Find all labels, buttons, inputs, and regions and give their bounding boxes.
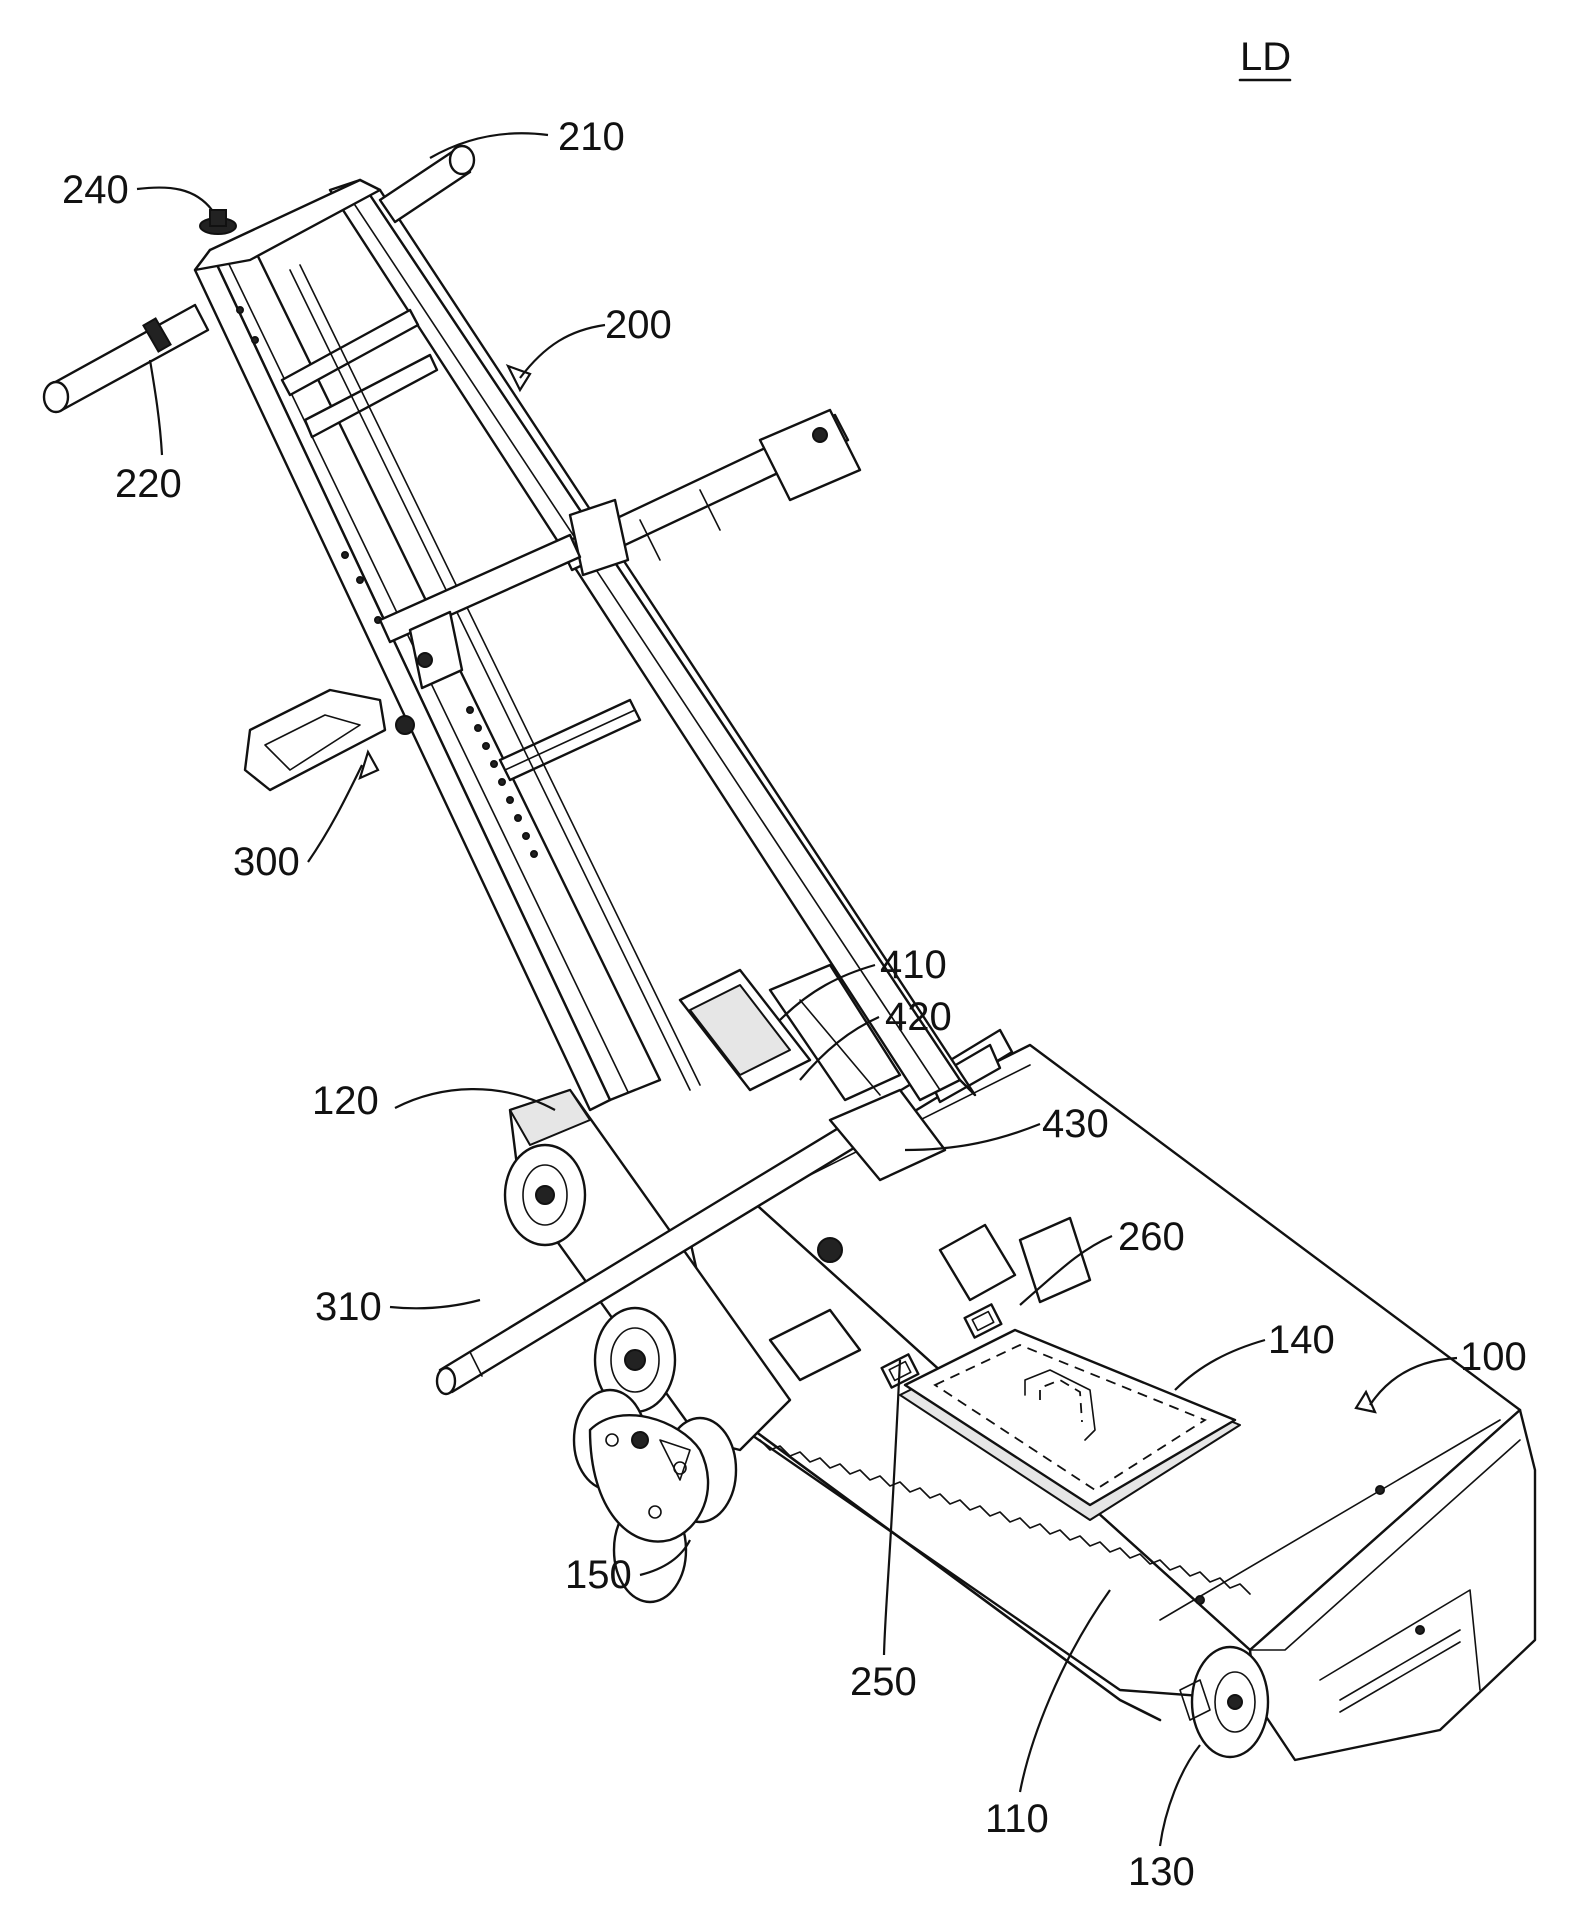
latch-260 <box>963 1303 1003 1339</box>
label-100: 100 <box>1460 1335 1527 1379</box>
handle-220 <box>42 303 210 414</box>
rear-wheel <box>1179 1645 1270 1759</box>
label-210: 210 <box>558 115 625 159</box>
label-300: 300 <box>233 840 300 884</box>
label-260: 260 <box>1118 1215 1185 1259</box>
label-310: 310 <box>315 1285 382 1329</box>
frame-mount <box>768 1216 1092 1382</box>
label-240: 240 <box>62 168 129 212</box>
label-410: 410 <box>880 943 947 987</box>
label-420: 420 <box>885 995 952 1039</box>
label-130: 130 <box>1128 1850 1195 1894</box>
side-arm-upper <box>558 408 862 577</box>
knob-240 <box>199 209 237 235</box>
lift-mechanism <box>678 963 947 1263</box>
label-120: 120 <box>312 1079 379 1123</box>
leader-lines <box>136 132 1458 1847</box>
figure-title: LD <box>1240 35 1291 79</box>
label-150: 150 <box>565 1553 632 1597</box>
battery-cover <box>899 1328 1241 1521</box>
label-140: 140 <box>1268 1318 1335 1362</box>
label-110: 110 <box>985 1797 1049 1841</box>
side-arm-lower <box>243 533 582 792</box>
handle-210 <box>378 144 476 224</box>
tri-star-wheel <box>572 1388 738 1604</box>
label-220: 220 <box>115 462 182 506</box>
label-250: 250 <box>850 1660 917 1704</box>
main-frame <box>193 178 977 1112</box>
label-200: 200 <box>605 303 672 347</box>
label-430: 430 <box>1042 1102 1109 1146</box>
